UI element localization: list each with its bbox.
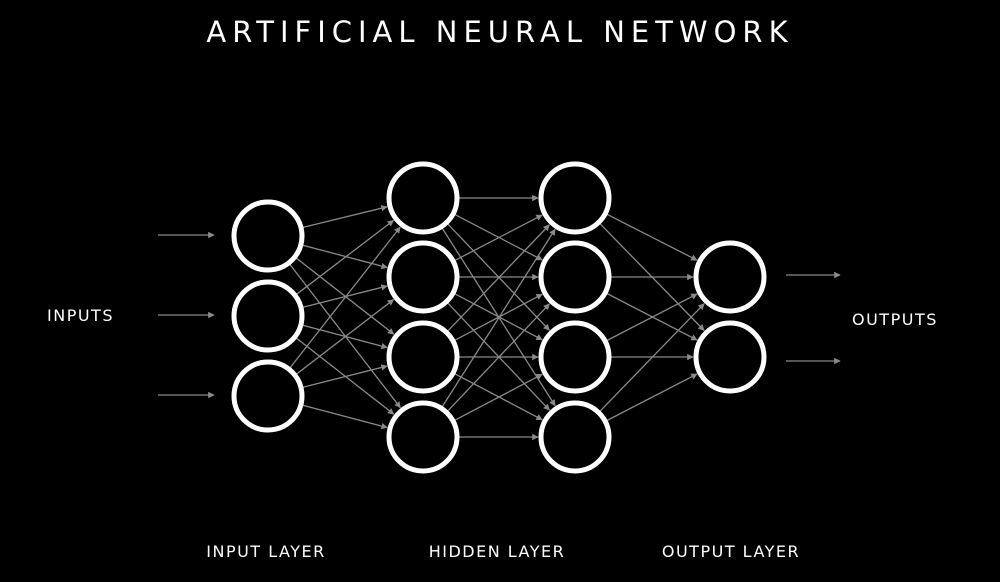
- connection-arrow: [296, 219, 395, 295]
- input-neuron: [231, 199, 305, 273]
- input-layer-label: INPUT LAYER: [206, 542, 326, 561]
- connection-arrow: [454, 214, 543, 261]
- hidden-2-neuron: [538, 320, 612, 394]
- connection-arrow: [606, 373, 698, 422]
- hidden-layer-label: HIDDEN LAYER: [428, 542, 566, 561]
- output-neuron: [693, 320, 767, 394]
- hidden-2-neuron: [538, 161, 612, 235]
- hidden-2-neuron: [538, 400, 612, 474]
- connection-arrow: [447, 224, 550, 332]
- connection-arrow: [289, 226, 401, 369]
- hidden-2-neuron: [538, 240, 612, 314]
- hidden-1-neuron: [386, 320, 460, 394]
- connection-arrow: [302, 364, 388, 388]
- outputs-label: OUTPUTS: [852, 310, 938, 329]
- connection-arrow: [606, 293, 698, 342]
- diagram-title: ARTIFICIAL NEURAL NETWORK: [206, 15, 794, 49]
- inputs-label: INPUTS: [47, 306, 114, 325]
- connection-arrow: [302, 404, 388, 430]
- connection-arrow: [447, 303, 550, 412]
- input-neuron: [231, 359, 305, 433]
- neurons-group: [231, 161, 767, 474]
- connection-arrow: [606, 213, 698, 261]
- connection-arrow: [296, 299, 395, 375]
- hidden-1-neuron: [386, 240, 460, 314]
- connection-arrow: [441, 228, 556, 407]
- hidden-1-neuron: [386, 400, 460, 474]
- connection-arrow: [302, 244, 388, 270]
- output-neuron: [693, 240, 767, 314]
- input-neuron: [231, 279, 305, 353]
- connection-arrow: [599, 303, 705, 412]
- connection-arrow: [302, 205, 388, 229]
- hidden-1-neuron: [386, 161, 460, 235]
- output-layer-label: OUTPUT LAYER: [661, 542, 801, 561]
- connection-arrow: [454, 373, 543, 421]
- connections-group: [158, 194, 841, 441]
